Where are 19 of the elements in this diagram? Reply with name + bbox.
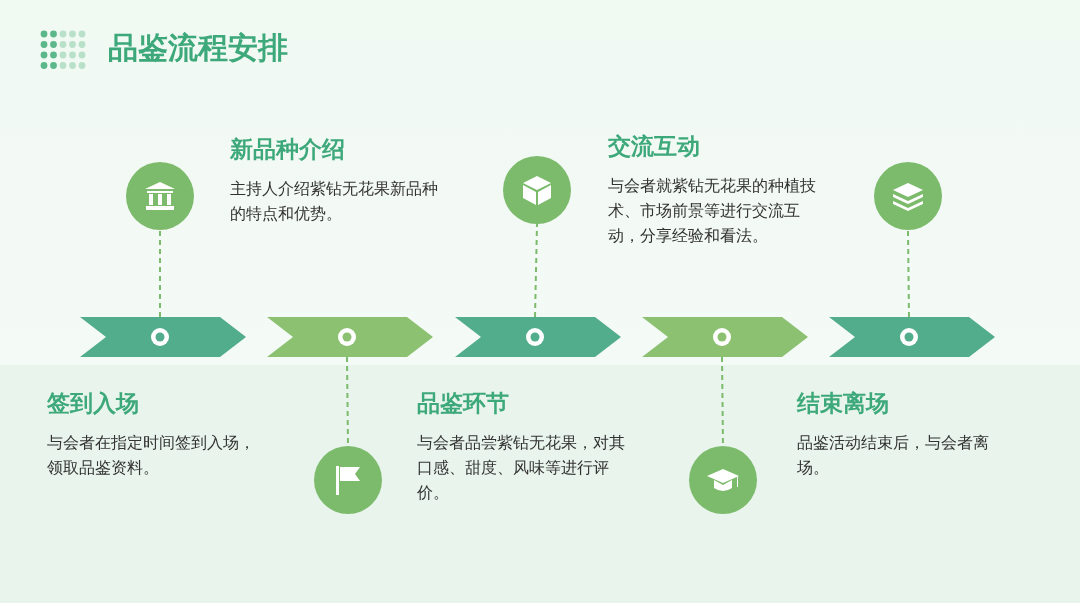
step-description: 与会者品尝紫钻无花果，对其口感、甜度、风味等进行评价。 [417, 432, 626, 504]
page-title: 品鉴流程安排 [108, 29, 288, 67]
step-heading: 新品种介绍 [230, 135, 345, 164]
timeline-segment [80, 317, 246, 357]
step-description: 品鉴活动结束后，与会者离场。 [797, 432, 990, 479]
dashed-connector [534, 223, 538, 318]
timeline-segment [267, 317, 433, 357]
step-heading: 结束离场 [797, 389, 889, 418]
timeline-segment [455, 317, 621, 357]
step-description: 与会者就紫钻无花果的种植技术、市场前景等进行交流互动，分享经验和看法。 [608, 175, 817, 247]
dashed-connector [159, 229, 161, 318]
step-heading: 品鉴环节 [417, 389, 509, 418]
step-description: 与会者在指定时间签到入场，领取品鉴资料。 [47, 432, 256, 479]
timeline-segment [642, 317, 808, 357]
timeline-segment [829, 317, 995, 357]
dashed-connector [907, 229, 910, 318]
step-heading: 签到入场 [47, 389, 139, 418]
step-description: 主持人介绍紫钻无花果新品种的特点和优势。 [230, 178, 439, 225]
step-heading: 交流互动 [608, 132, 700, 161]
